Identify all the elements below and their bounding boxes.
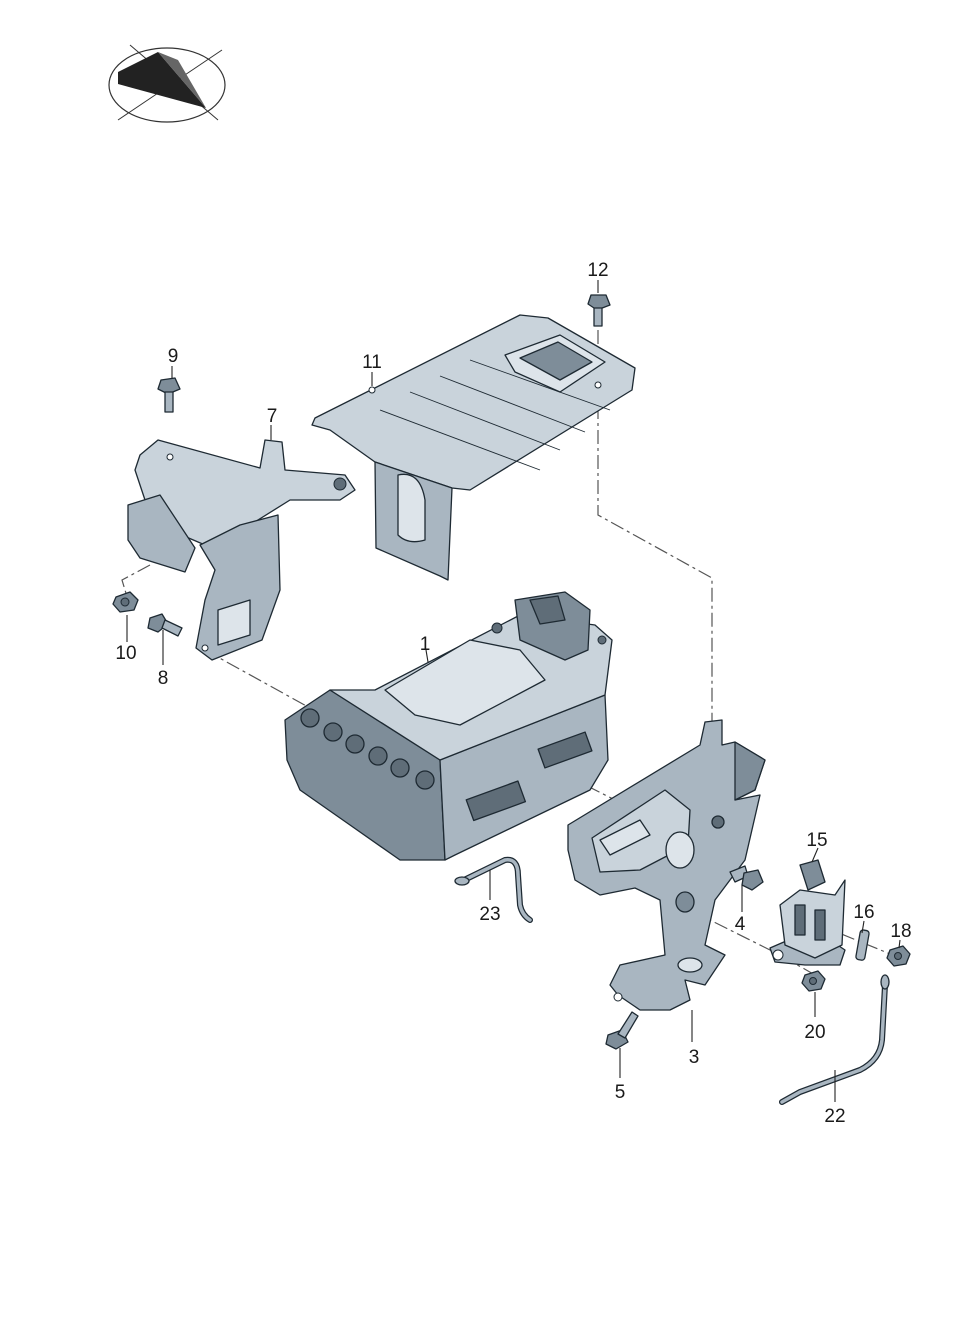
part-16-clip xyxy=(855,929,870,961)
callout-22: 22 xyxy=(824,1106,845,1127)
callout-20: 20 xyxy=(804,1022,825,1043)
connector-row xyxy=(300,708,435,790)
part-18-nut xyxy=(886,945,911,967)
part-10-nut xyxy=(112,591,139,613)
part-7-bracket xyxy=(127,439,356,661)
callout-8: 8 xyxy=(158,668,169,689)
callout-11: 11 xyxy=(362,352,382,373)
callout-18: 18 xyxy=(890,921,911,942)
leader-lines xyxy=(126,280,901,1102)
vehicle-orientation-icon xyxy=(108,44,226,123)
callout-9: 9 xyxy=(168,346,179,367)
callout-15: 15 xyxy=(806,830,827,851)
callout-4: 4 xyxy=(735,914,746,935)
callout-12: 12 xyxy=(587,260,608,281)
part-1-main-unit xyxy=(284,591,613,861)
part-20-nut xyxy=(801,970,826,992)
callout-10: 10 xyxy=(115,643,136,664)
callout-23: 23 xyxy=(479,904,500,925)
part-9-bolt xyxy=(157,377,181,413)
callout-3: 3 xyxy=(689,1047,700,1068)
part-23-cable xyxy=(454,856,533,923)
callout-labels: 12 9 11 7 1 10 8 15 23 16 4 18 20 3 5 22 xyxy=(115,260,911,1127)
part-8-bolt xyxy=(147,613,183,637)
part-5-bolt xyxy=(605,1011,639,1050)
callout-16: 16 xyxy=(853,902,874,923)
callout-7: 7 xyxy=(267,406,278,427)
part-22-ground-cable xyxy=(779,974,890,1105)
part-4-bolt xyxy=(729,865,764,891)
callout-1: 1 xyxy=(420,634,431,655)
part-12-bolt xyxy=(587,294,611,327)
part-3-carrier-bracket xyxy=(567,719,766,1011)
part-15-holder xyxy=(769,859,846,966)
part-11-cover-plate xyxy=(311,314,636,581)
callout-5: 5 xyxy=(615,1082,626,1103)
